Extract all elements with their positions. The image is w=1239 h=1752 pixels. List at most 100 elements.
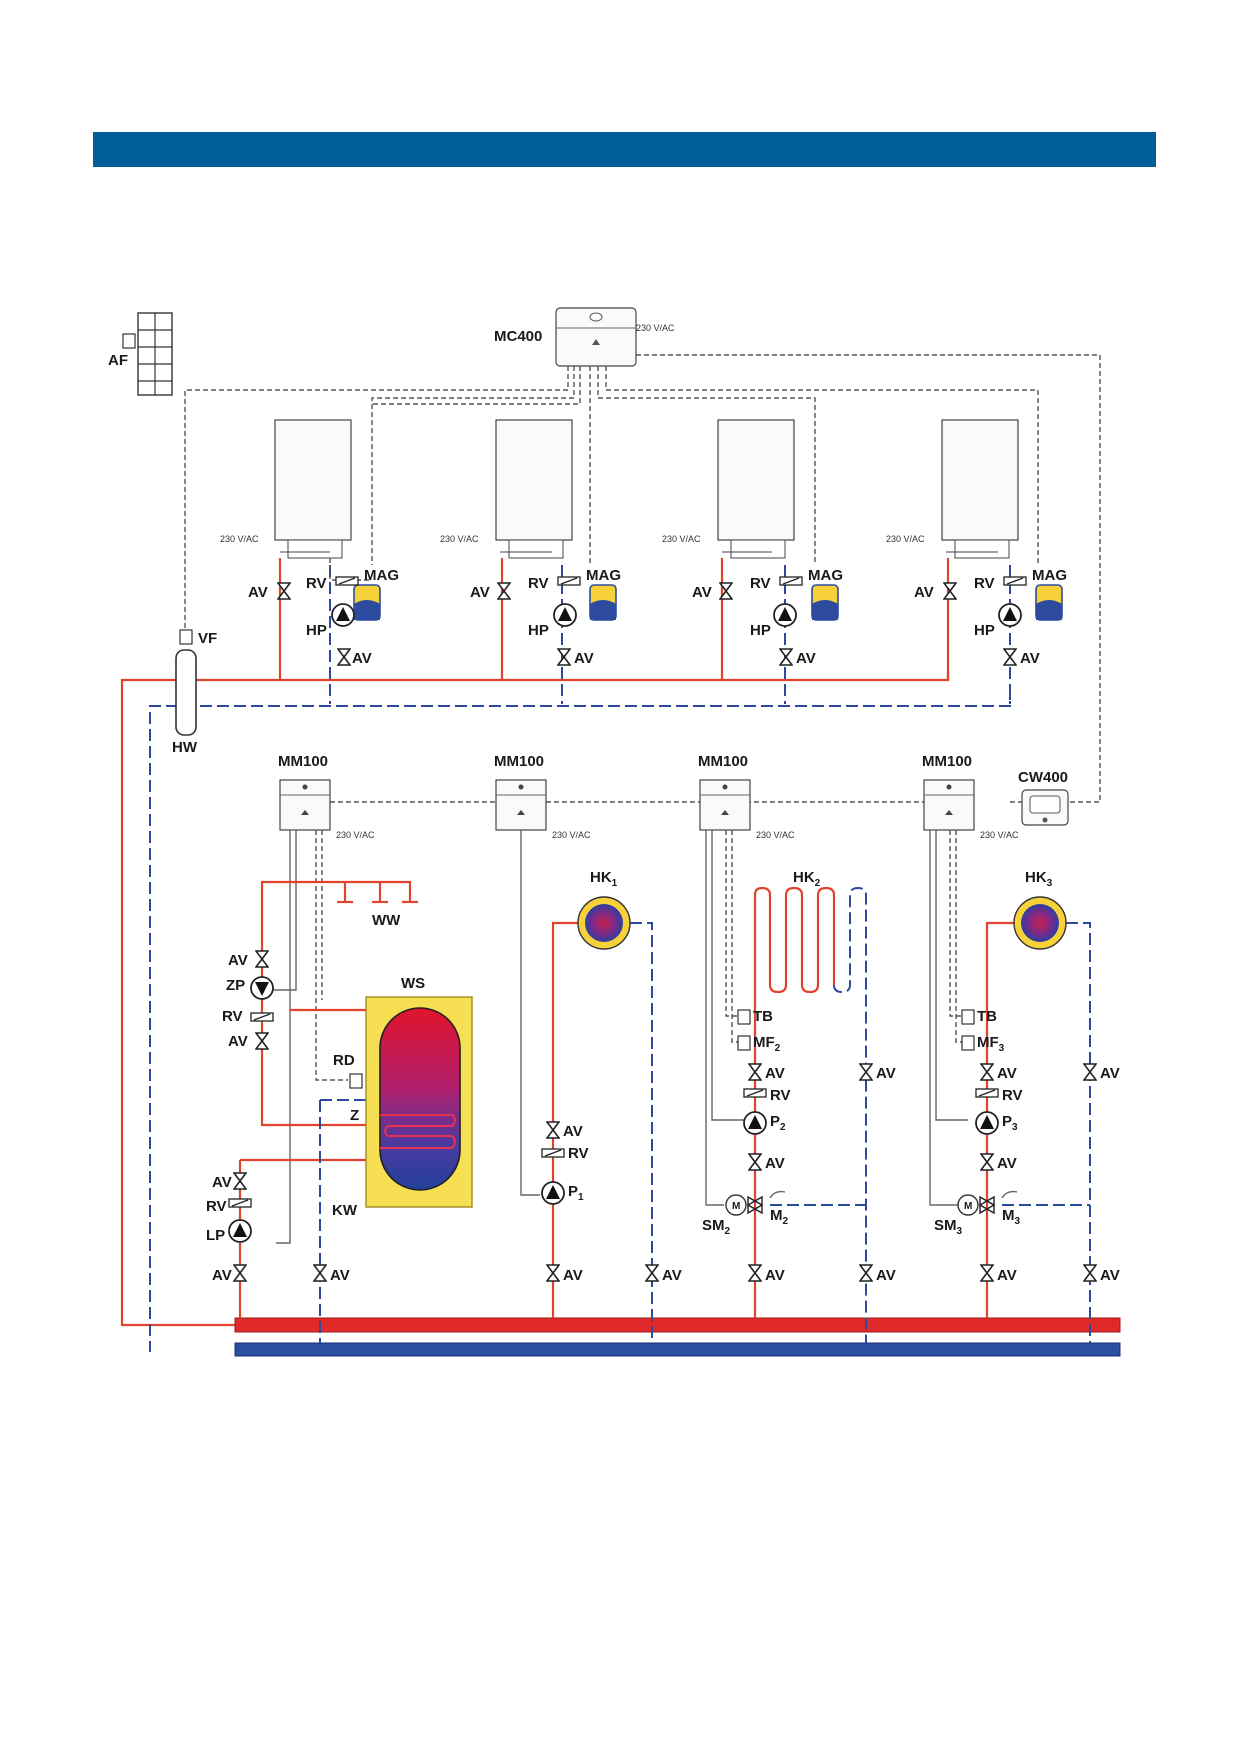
boiler-4-mag-label: MAG bbox=[1032, 567, 1067, 584]
lp-av2-label: AV bbox=[212, 1267, 232, 1284]
hk3-rv-label: RV bbox=[1002, 1087, 1023, 1104]
hk1-check-valve bbox=[541, 1148, 565, 1158]
zp-av2-valve bbox=[255, 1032, 269, 1050]
af-label: AF bbox=[108, 352, 128, 369]
hk3-av-label: AV bbox=[997, 1065, 1017, 1082]
svg-text:SM3: SM3 bbox=[934, 1217, 963, 1237]
mm100-module-3 bbox=[699, 779, 751, 831]
dhw-return-av-label: AV bbox=[330, 1267, 350, 1284]
hk1-av2-valve bbox=[546, 1264, 560, 1282]
hk1-av2-label: AV bbox=[563, 1267, 583, 1284]
hk2-p-label: P bbox=[770, 1113, 780, 1130]
heating-circuit-1 bbox=[520, 830, 653, 1343]
hk3-m-label: M bbox=[1002, 1207, 1015, 1224]
hk2-return-av2-valve bbox=[859, 1264, 873, 1282]
title-bar bbox=[93, 132, 1156, 167]
outdoor-wall-icon bbox=[122, 312, 173, 396]
z-label: Z bbox=[350, 1107, 359, 1124]
mc400-voltage: 230 V/AC bbox=[636, 323, 675, 333]
hk3-check-valve bbox=[975, 1088, 999, 1098]
svg-text:P2: P2 bbox=[770, 1113, 786, 1133]
mm100-4-label: MM100 bbox=[922, 753, 972, 770]
hk1-label: HK1 bbox=[590, 869, 618, 889]
rd-label: RD bbox=[333, 1052, 355, 1069]
zp-rv-label: RV bbox=[222, 1008, 243, 1025]
mm100-module-4 bbox=[923, 779, 975, 831]
lp-rv-label: RV bbox=[206, 1198, 227, 1215]
zp-label: ZP bbox=[226, 977, 245, 994]
svg-text:M2: M2 bbox=[770, 1207, 789, 1227]
boiler-2 bbox=[495, 419, 617, 704]
hydraulic-separator bbox=[175, 629, 197, 736]
hk2-rv-label: RV bbox=[770, 1087, 791, 1104]
boiler-3-av-label: AV bbox=[692, 584, 712, 601]
boiler-1-rv-label: RV bbox=[306, 575, 327, 592]
boiler-return-header bbox=[149, 688, 1011, 1352]
hk2-label: HK2 bbox=[793, 869, 821, 889]
ww-label: WW bbox=[372, 912, 401, 929]
lp-pump bbox=[228, 1219, 252, 1243]
dhw-storage-tank bbox=[349, 996, 473, 1208]
hk2-motor-label: M bbox=[732, 1201, 740, 1212]
lp-av2-valve bbox=[233, 1264, 247, 1282]
hk2-mf-label: MF bbox=[753, 1034, 775, 1051]
hk3-motor-label: M bbox=[964, 1201, 972, 1212]
lp-label: LP bbox=[206, 1227, 225, 1244]
hk2-av3-valve bbox=[748, 1264, 762, 1282]
hk2-av2-label: AV bbox=[765, 1155, 785, 1172]
hk2-return-av2-label: AV bbox=[876, 1267, 896, 1284]
boiler-2-av2-label: AV bbox=[574, 650, 594, 667]
boiler-2-av-label: AV bbox=[470, 584, 490, 601]
lp-check-valve bbox=[228, 1198, 252, 1208]
hk1-rv-label: RV bbox=[568, 1145, 589, 1162]
hk2-labels: HK2 TB MF2 AV RV P2 AV M2 SM2 AV AV AV M bbox=[702, 869, 896, 1284]
hk3-av2-valve bbox=[980, 1153, 994, 1171]
hk3-mf-label: MF bbox=[977, 1034, 999, 1051]
boiler-1-av2-label: AV bbox=[352, 650, 372, 667]
boiler-4-av2-label: AV bbox=[1020, 650, 1040, 667]
boiler-2-rv-label: RV bbox=[528, 575, 549, 592]
heating-circuit-2 bbox=[705, 830, 867, 1343]
hk3-pump bbox=[975, 1111, 999, 1135]
hk3-av2-label: AV bbox=[997, 1155, 1017, 1172]
svg-text:P3: P3 bbox=[1002, 1113, 1018, 1133]
flow-distribution-bar bbox=[234, 1317, 1121, 1333]
hk3-return-av2-valve bbox=[1083, 1264, 1097, 1282]
hk2-m-label: M bbox=[770, 1207, 783, 1224]
hk2-check-valve bbox=[743, 1088, 767, 1098]
svg-text:SM2: SM2 bbox=[702, 1217, 731, 1237]
mm100-3-label: MM100 bbox=[698, 753, 748, 770]
hk1-return-av-label: AV bbox=[662, 1267, 682, 1284]
boiler-2-mag-label: MAG bbox=[586, 567, 621, 584]
boiler-1-hp-label: HP bbox=[306, 622, 327, 639]
mm100-2-voltage: 230 V/AC bbox=[552, 830, 591, 840]
mc400-label: MC400 bbox=[494, 328, 542, 345]
boiler-2-voltage: 230 V/AC bbox=[440, 534, 479, 544]
hk2-av3-label: AV bbox=[765, 1267, 785, 1284]
hk1-av-label: AV bbox=[563, 1123, 583, 1140]
cw400-controller bbox=[1021, 789, 1069, 826]
boiler-4-hp-label: HP bbox=[974, 622, 995, 639]
hk3-p-label: P bbox=[1002, 1113, 1012, 1130]
svg-text:MF3: MF3 bbox=[977, 1034, 1005, 1054]
hk1-av-valve bbox=[546, 1121, 560, 1139]
boiler-1-mag-label: MAG bbox=[364, 567, 399, 584]
hk2-av-label: AV bbox=[765, 1065, 785, 1082]
hk3-tb-label: TB bbox=[977, 1008, 997, 1025]
hk1-pump bbox=[541, 1181, 565, 1205]
boiler-1 bbox=[274, 419, 381, 704]
heating-circuit-3 bbox=[929, 830, 1091, 1343]
zp-av-valve bbox=[255, 950, 269, 968]
hk1-return-av-valve bbox=[645, 1264, 659, 1282]
boiler-4 bbox=[941, 419, 1063, 704]
boiler-3-rv-label: RV bbox=[750, 575, 771, 592]
lp-av-valve bbox=[233, 1172, 247, 1190]
boiler-2-hp-label: HP bbox=[528, 622, 549, 639]
vf-label: VF bbox=[198, 630, 217, 647]
hk2-pump bbox=[743, 1111, 767, 1135]
hk3-return-av-label: AV bbox=[1100, 1065, 1120, 1082]
hk2-av2-valve bbox=[748, 1153, 762, 1171]
mm100-module-2 bbox=[495, 779, 547, 831]
boiler-4-rv-label: RV bbox=[974, 575, 995, 592]
hk2-return-av-label: AV bbox=[876, 1065, 896, 1082]
